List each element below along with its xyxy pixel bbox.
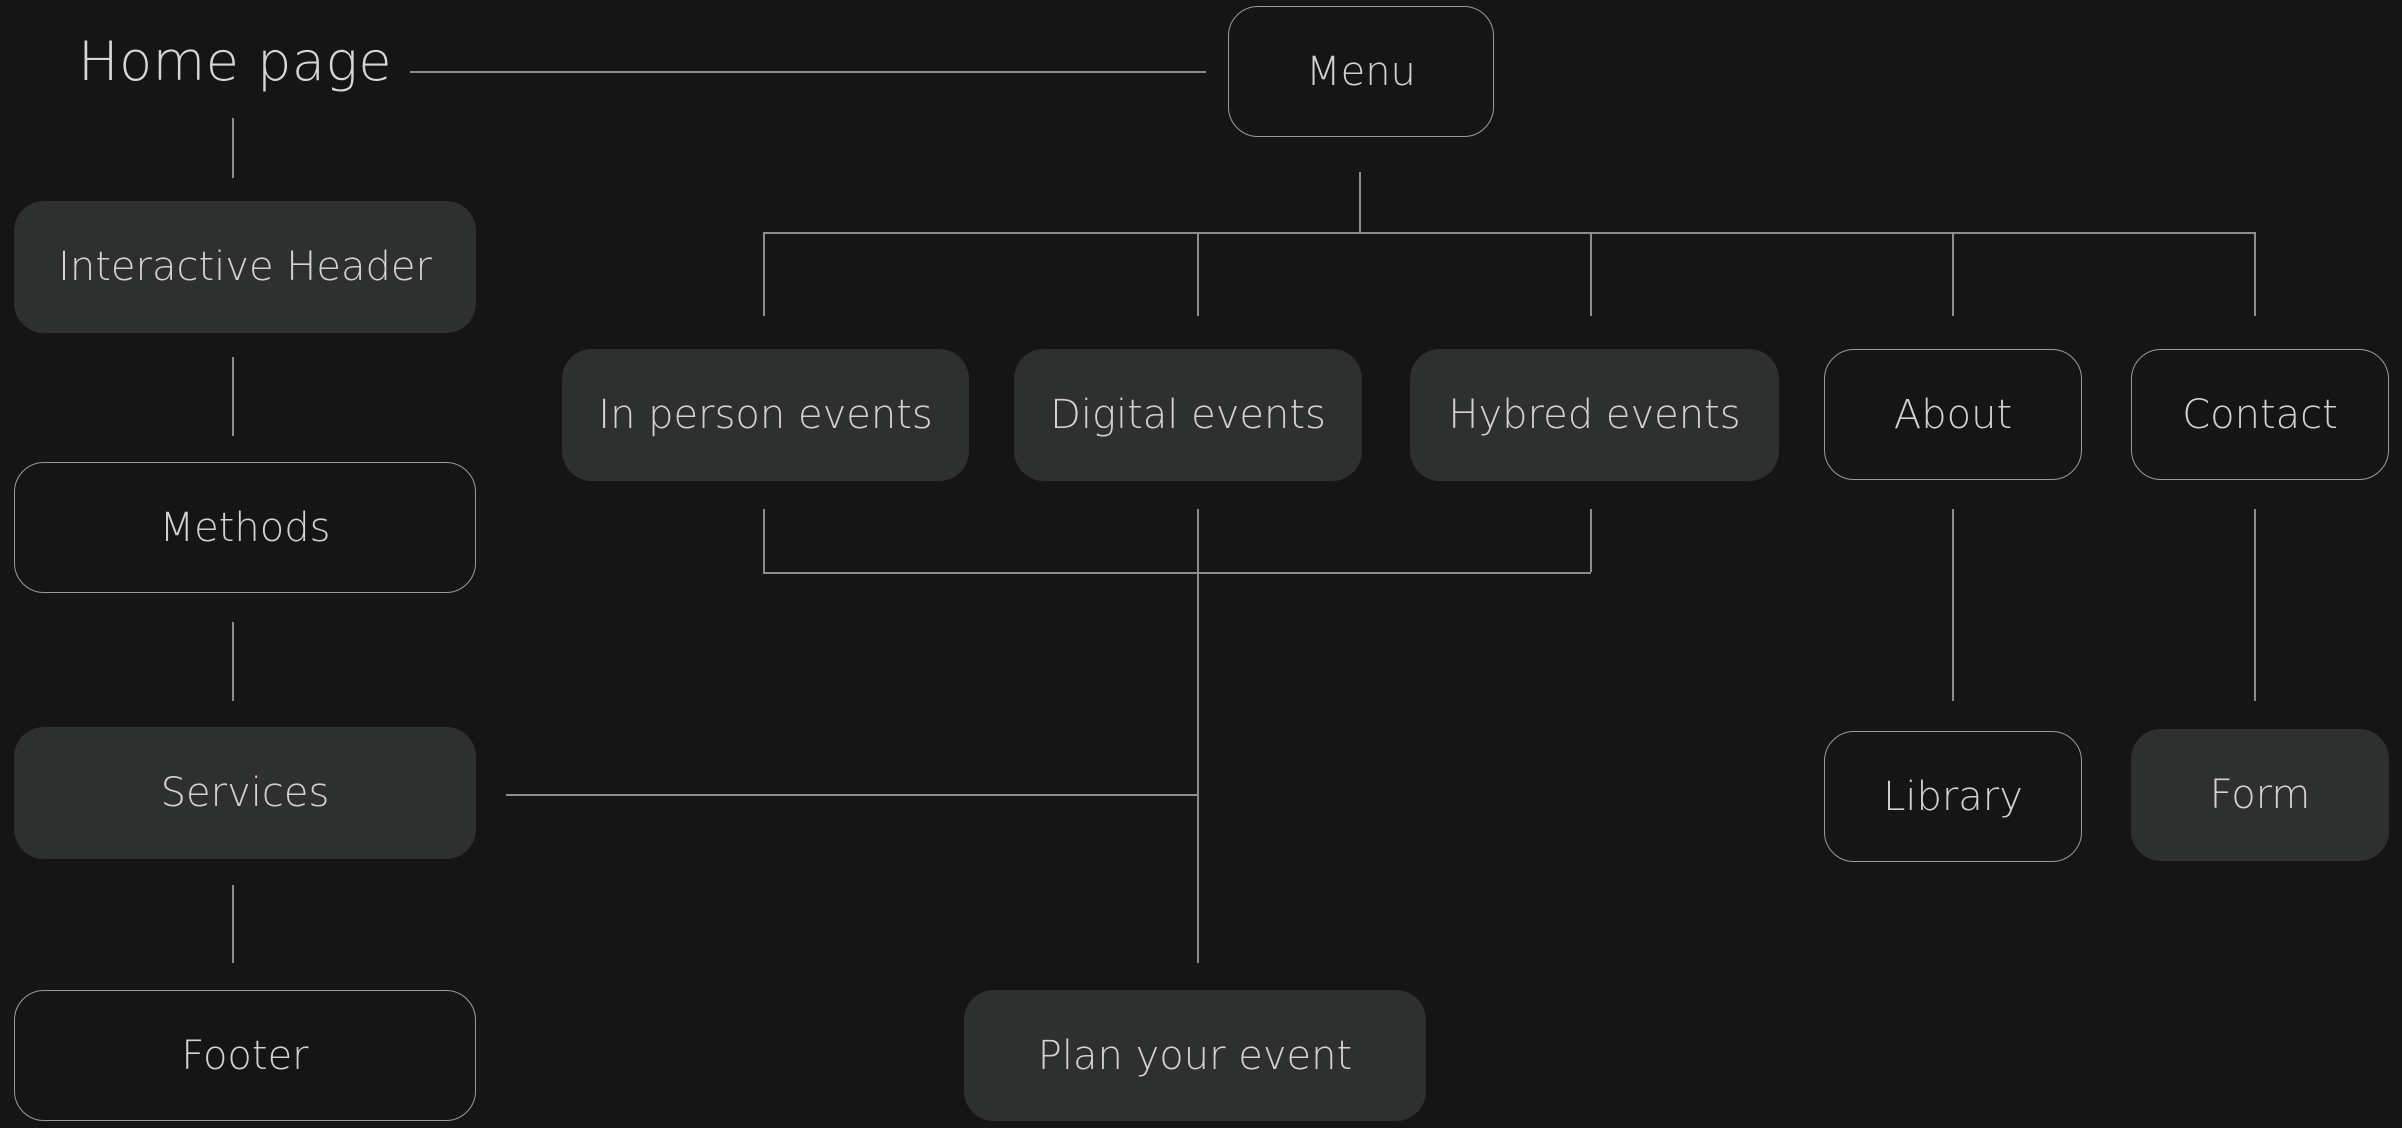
node-plan-your-event[interactable]: Plan your event <box>964 990 1426 1121</box>
connector-header-methods <box>232 357 234 436</box>
node-digital-events[interactable]: Digital events <box>1014 349 1362 481</box>
node-form[interactable]: Form <box>2131 729 2389 861</box>
node-label: Digital events <box>1050 392 1326 438</box>
node-label: Form <box>2209 772 2311 818</box>
node-services[interactable]: Services <box>14 727 476 859</box>
node-hybred-events[interactable]: Hybred events <box>1410 349 1779 481</box>
node-about[interactable]: About <box>1824 349 2082 480</box>
node-label: In person events <box>598 392 933 438</box>
page-title: Home page <box>78 30 393 93</box>
node-label: About <box>1893 391 2013 438</box>
connector-to-hybred <box>1590 232 1592 316</box>
node-label: Plan your event <box>1037 1032 1353 1079</box>
connector-home-header <box>232 118 234 178</box>
connector-events-bar <box>763 572 1591 574</box>
node-footer[interactable]: Footer <box>14 990 476 1121</box>
connector-events-to-plan <box>1197 509 1199 963</box>
node-label: Services <box>160 770 330 816</box>
node-library[interactable]: Library <box>1824 731 2082 862</box>
connector-to-about <box>1952 232 1954 316</box>
node-interactive-header[interactable]: Interactive Header <box>14 201 476 333</box>
node-label: Contact <box>2182 391 2338 438</box>
node-label: Methods <box>159 504 331 551</box>
node-in-person-events[interactable]: In person events <box>562 349 969 481</box>
connector-services-footer <box>232 885 234 963</box>
connector-contact-form <box>2254 509 2256 701</box>
node-label: Library <box>1883 773 2023 820</box>
node-label: Hybred events <box>1448 392 1741 438</box>
connector-hybred-down <box>1590 509 1592 572</box>
connector-to-digital <box>1197 232 1199 316</box>
node-contact[interactable]: Contact <box>2131 349 2389 480</box>
connector-menu-bar <box>763 232 2255 234</box>
connector-methods-services <box>232 622 234 701</box>
connector-to-in-person <box>763 232 765 316</box>
connector-menu-stem <box>1359 172 1361 233</box>
node-menu[interactable]: Menu <box>1228 6 1494 137</box>
node-label: Footer <box>181 1032 309 1079</box>
connector-to-contact <box>2254 232 2256 316</box>
connector-home-menu <box>410 71 1206 73</box>
node-label: Menu <box>1306 48 1416 95</box>
node-label: Interactive Header <box>58 244 432 290</box>
node-methods[interactable]: Methods <box>14 462 476 593</box>
connector-in-person-down <box>763 509 765 572</box>
connector-about-library <box>1952 509 1954 701</box>
connector-services-to-plan <box>506 794 1198 796</box>
